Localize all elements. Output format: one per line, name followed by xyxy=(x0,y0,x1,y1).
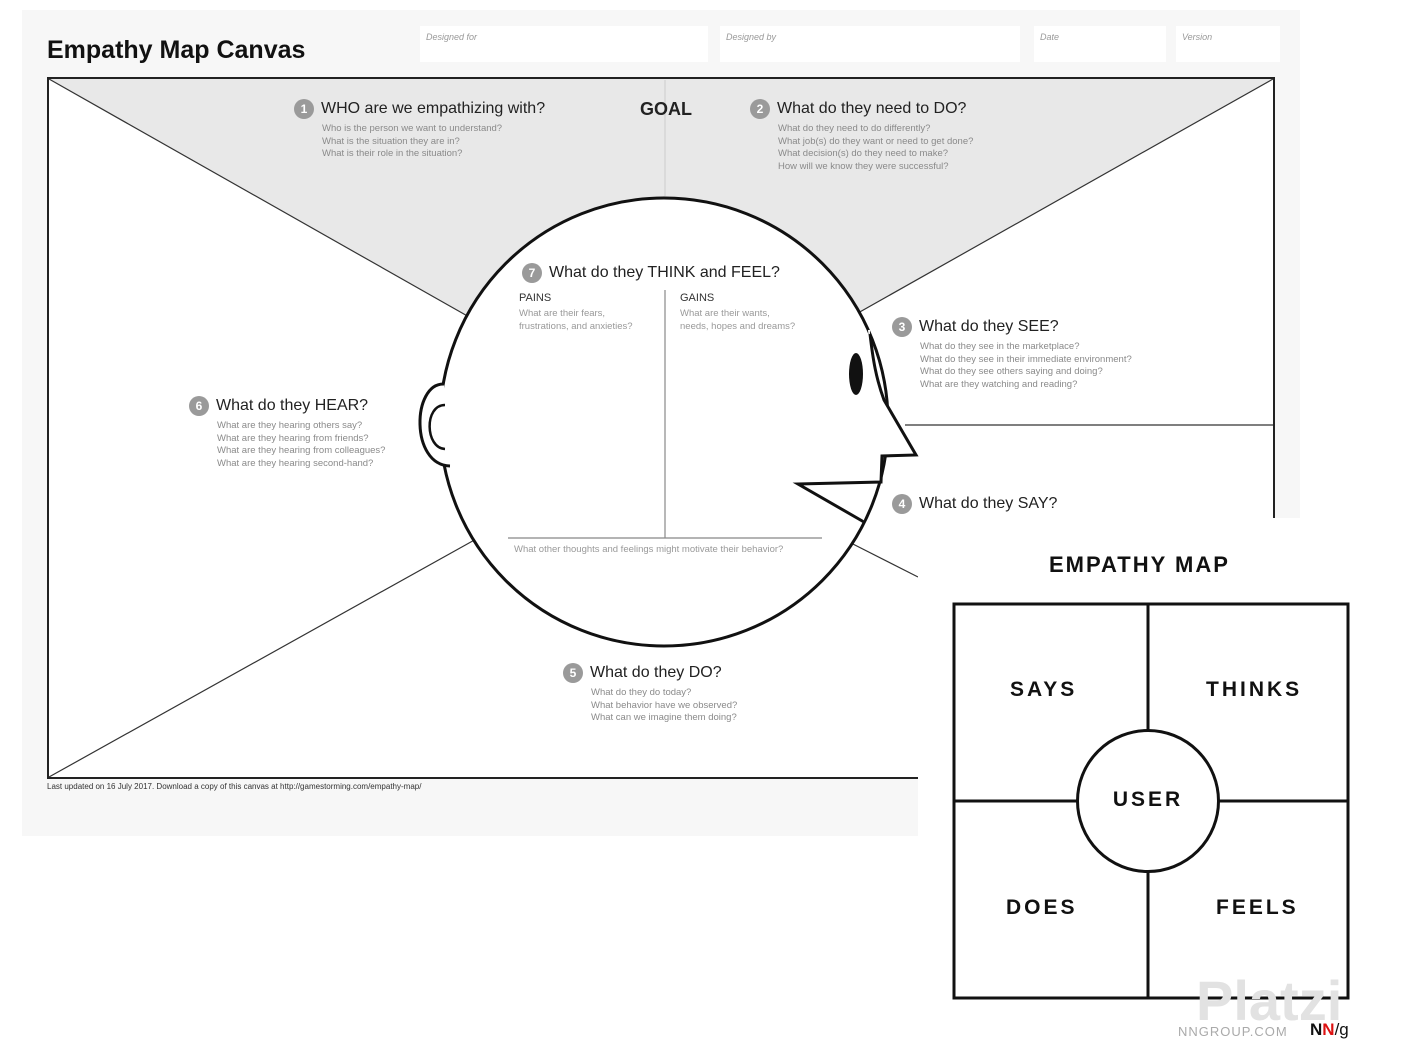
section-who-line: Who is the person we want to understand? xyxy=(322,123,503,134)
meta-designed-for[interactable]: Designed for xyxy=(420,26,708,62)
diagonal-top-left xyxy=(48,78,479,323)
section-hear-number: 6 xyxy=(189,396,209,416)
pains-block: PAINS What are their fears, frustrations… xyxy=(519,292,633,333)
section-who-line: What is the situation they are in? xyxy=(322,135,460,147)
section-do-line: What can we imagine them doing? xyxy=(591,712,737,724)
section-do-need-title: What do they need to DO? xyxy=(777,100,967,118)
section-hear: 6 What do they HEAR? What are they hearin… xyxy=(189,396,385,470)
section-see: 3 What do they SEE? What do they see in t… xyxy=(892,317,1132,391)
section-see-number: 3 xyxy=(892,317,912,337)
section-hear-line: What are they hearing from colleagues? xyxy=(217,445,386,457)
section-do-line: What do they do today? xyxy=(591,687,692,698)
section-who-title: WHO are we empathizing with? xyxy=(321,100,546,118)
section-who: 1 WHO are we empathizing with? Who is the… xyxy=(294,99,545,161)
section-do-need-line: What job(s) do they want or need to get … xyxy=(778,135,974,147)
section-do-need-line: How will we know they were successful? xyxy=(778,160,949,172)
section-say: 4 What do they SAY? xyxy=(892,494,1057,514)
nng-logo-g: /g xyxy=(1334,1020,1349,1039)
gains-label: GAINS xyxy=(680,292,715,304)
section-see-line: What do they see others saying and doing… xyxy=(920,366,1103,378)
section-do: 5 What do they DO? What do they do today?… xyxy=(563,663,737,725)
quadrant-feels: FEELS xyxy=(1216,896,1299,919)
nng-logo: NN/g xyxy=(1310,1020,1349,1040)
section-do-need: 2 What do they need to DO? What do they n… xyxy=(750,99,973,173)
diagonal-top-right xyxy=(841,78,1274,323)
diagonal-bottom-left xyxy=(48,537,479,778)
section-hear-line: What are they hearing second-hand? xyxy=(217,457,374,469)
meta-version[interactable]: Version xyxy=(1176,26,1280,62)
nng-logo-n2: N xyxy=(1322,1020,1335,1039)
meta-date[interactable]: Date xyxy=(1034,26,1166,62)
section-do-need-line: What decision(s) do they need to make? xyxy=(778,148,949,160)
meta-designed-by[interactable]: Designed by xyxy=(720,26,1020,62)
gains-block: GAINS What are their wants, needs, hopes… xyxy=(680,292,795,333)
empathy-map-title: EMPATHY MAP xyxy=(1049,552,1230,577)
section-who-line: What is their role in the situation? xyxy=(322,148,463,160)
quadrant-does: DOES xyxy=(1006,896,1078,919)
canvas-footer-note: Last updated on 16 July 2017. Download a… xyxy=(47,782,422,791)
user-circle xyxy=(1076,729,1220,873)
section-do-title: What do they DO? xyxy=(590,664,722,682)
section-see-line: What are they watching and reading? xyxy=(920,378,1078,390)
ear-inner xyxy=(428,403,446,451)
page-title: Empathy Map Canvas xyxy=(47,36,306,64)
section-who-number: 1 xyxy=(294,99,314,119)
face-profile-outline xyxy=(792,333,919,524)
nng-logo-n1: N xyxy=(1310,1020,1323,1039)
nngroup-site: NNGROUP.COM xyxy=(1178,1024,1288,1039)
section-think-feel-title: What do they THINK and FEEL? xyxy=(549,264,780,282)
eye xyxy=(849,353,863,395)
quadrant-thinks: THINKS xyxy=(1206,678,1303,701)
pains-line: frustrations, and anxieties? xyxy=(519,320,633,332)
section-see-line: What do they see in their immediate envi… xyxy=(920,353,1132,365)
pains-line: What are their fears, xyxy=(519,308,606,319)
think-feel-footer: What other thoughts and feelings might m… xyxy=(514,544,784,555)
section-do-number: 5 xyxy=(563,663,583,683)
section-see-line: What do they see in the marketplace? xyxy=(920,341,1080,352)
quadrant-says: SAYS xyxy=(1010,678,1078,701)
section-hear-line: What are they hearing others say? xyxy=(217,420,363,431)
section-think-feel-number: 7 xyxy=(522,263,542,283)
section-hear-line: What are they hearing from friends? xyxy=(217,432,369,444)
gains-line: needs, hopes and dreams? xyxy=(680,320,796,332)
section-think-feel: 7 What do they THINK and FEEL? xyxy=(522,263,780,283)
pains-label: PAINS xyxy=(519,292,552,304)
section-hear-title: What do they HEAR? xyxy=(216,397,369,415)
section-say-number: 4 xyxy=(892,494,912,514)
diagonal-bottom-right xyxy=(844,539,919,578)
section-do-need-line: What do they need to do differently? xyxy=(778,123,931,134)
section-say-title: What do they SAY? xyxy=(919,495,1058,513)
section-do-need-number: 2 xyxy=(750,99,770,119)
section-do-line: What behavior have we observed? xyxy=(591,699,738,711)
user-label: USER xyxy=(1112,788,1184,811)
goal-label: GOAL xyxy=(640,99,692,119)
section-see-title: What do they SEE? xyxy=(919,318,1059,336)
gains-line: What are their wants, xyxy=(680,308,770,319)
platzi-watermark: Platzi xyxy=(1196,969,1343,1032)
